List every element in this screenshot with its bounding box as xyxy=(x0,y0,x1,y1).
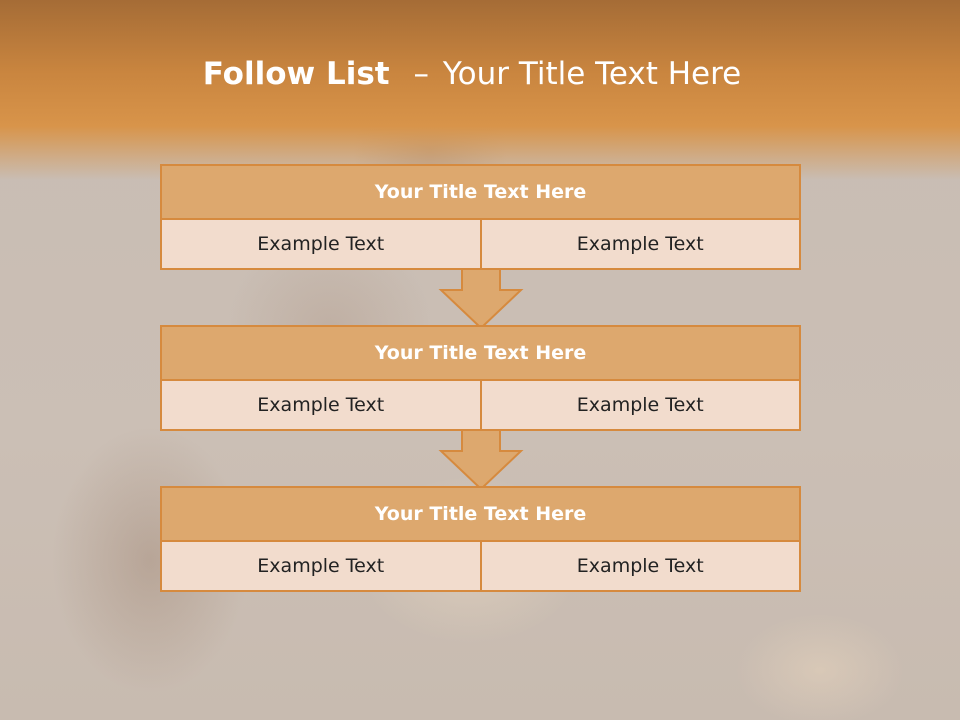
block-row: Example Text Example Text xyxy=(160,220,801,270)
title-separator: – xyxy=(413,56,429,92)
block-row: Example Text Example Text xyxy=(160,542,801,592)
list-block-3: Your Title Text Here Example Text Exampl… xyxy=(160,486,801,592)
down-arrow-icon xyxy=(438,268,524,330)
list-block-2: Your Title Text Here Example Text Exampl… xyxy=(160,325,801,431)
title-bold: Follow List xyxy=(202,56,390,92)
block-cell-right: Example Text xyxy=(576,233,704,255)
block-cell-left: Example Text xyxy=(162,220,482,268)
block-cell-right: Example Text xyxy=(576,394,704,416)
block-title: Your Title Text Here xyxy=(160,486,801,542)
block-row: Example Text Example Text xyxy=(160,381,801,431)
slide-title: Follow List – Your Title Text Here xyxy=(0,56,944,92)
title-rest: Your Title Text Here xyxy=(442,56,742,92)
down-arrow-icon xyxy=(438,429,524,491)
list-block-1: Your Title Text Here Example Text Exampl… xyxy=(160,164,801,270)
block-cell-right: Example Text xyxy=(576,555,704,577)
block-title: Your Title Text Here xyxy=(160,164,801,220)
block-title: Your Title Text Here xyxy=(160,325,801,381)
header-band xyxy=(0,0,960,180)
block-cell-left: Example Text xyxy=(162,542,482,590)
block-cell-left: Example Text xyxy=(162,381,482,429)
